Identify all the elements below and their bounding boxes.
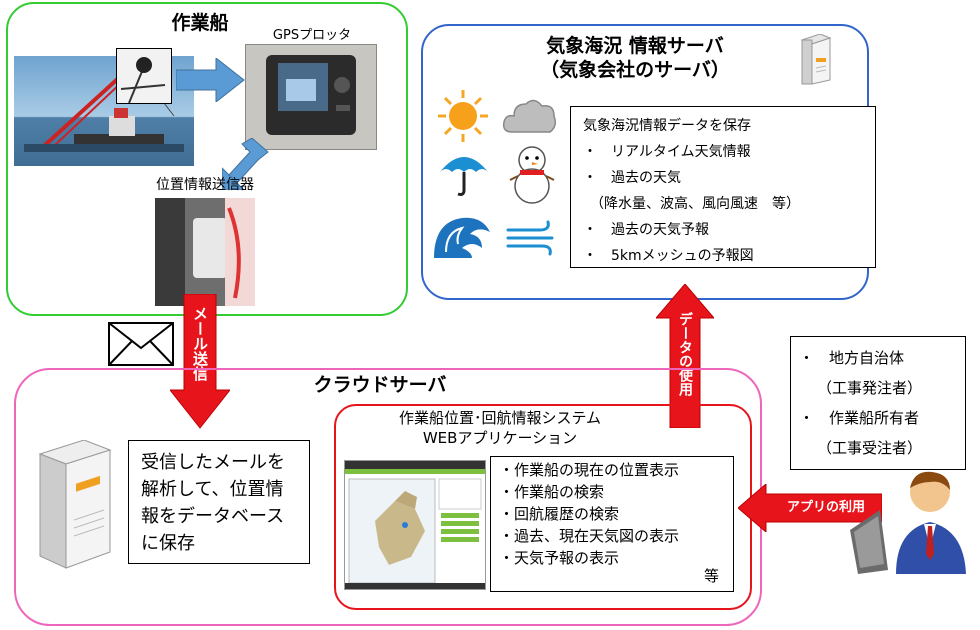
weather-info-line: ・ 5kmメッシュの予報図 [583,248,754,264]
parse-text-line: 解析して、位置情 [141,479,284,500]
sun-icon [438,90,488,142]
weather-info-box: 気象海況情報データを保存 ・ リアルタイム天気情報 ・ 過去の天気 （降水量、波… [570,106,876,268]
users-box: ・ 地方自治体 （工事発注者） ・ 作業船所有者 （工事受注者） [790,336,966,470]
weather-server-icon [800,34,832,85]
umbrella-icon [440,157,488,196]
users-line: ・ 作業船所有者 [799,409,920,427]
arrow-to-gps-icon [176,58,245,102]
parse-text-line: 受信したメールを [141,452,285,473]
web-system-title-line1: 作業船位置･回航情報システム [398,409,602,427]
cloud-server-title: クラウドサーバ [313,374,447,396]
weather-info-line: ・ リアルタイム天気情報 [583,144,751,160]
users-line: （工事受注者） [817,439,923,457]
weather-server-title-line2: （気象会社のサーバ） [540,59,730,81]
wind-icon [506,220,554,256]
feature-item: ・過去、現在天気図の表示 [499,527,680,545]
app-use-arrow [738,484,882,532]
feature-item: ・作業船の現在の位置表示 [499,461,680,479]
mail-envelope-icon [108,322,174,366]
weather-info-line: ・ 過去の天気予報 [583,222,709,238]
arrow-to-transmitter-icon [222,138,269,190]
users-line: （工事発注者） [817,379,923,397]
work-ship-title: 作業船 [171,12,229,34]
weather-server-title: 気象海況 情報サーバ （気象会社のサーバ） [520,34,750,82]
weather-info-line: ・ 過去の天気 [583,170,681,186]
feature-item: ・天気予報の表示 [499,549,620,567]
cloud-icon [502,99,557,133]
feature-item: ・回航履歴の検索 [499,505,620,523]
data-use-arrow [656,284,714,428]
feature-item: ・作業船の検索 [499,483,605,501]
transmitter-label: 位置情報送信器 [156,177,254,193]
mail-send-arrow [170,294,230,429]
data-use-label: データの使用 [677,312,693,396]
gps-label: GPSプロッタ [272,28,352,43]
transmitter-photo [155,198,255,306]
database-server-icon [38,440,112,569]
weather-server-title-line1: 気象海況 情報サーバ [546,35,724,57]
gps-plotter-photo [245,44,377,150]
weather-info-line: 気象海況情報データを保存 [583,118,751,134]
users-line: ・ 地方自治体 [799,349,905,367]
web-system-title: 作業船位置･回航情報システム WEBアプリケーション [370,408,630,448]
app-use-label: アプリの利用 [786,500,865,515]
parse-text-line: に保存 [141,533,195,554]
snowman-icon [509,146,555,204]
antenna-inset-photo [116,48,172,104]
parse-text-line: 報をデータベース [141,506,285,527]
user-at-computer-icon [850,471,966,574]
weather-info-line: （降水量、波高、風向風速 等） [583,196,800,212]
wave-icon [434,217,490,258]
parse-mail-textbox: 受信したメールを 解析して、位置情 報をデータベース に保存 [128,440,310,564]
features-etc: 等 [703,567,719,585]
web-features-box: ・作業船の現在の位置表示 ・作業船の検索 ・回航履歴の検索 ・過去、現在天気図の… [490,456,734,592]
web-system-title-line2: WEBアプリケーション [422,429,578,447]
mail-send-label: メール送信 [191,306,209,381]
web-app-screenshot [344,460,486,590]
